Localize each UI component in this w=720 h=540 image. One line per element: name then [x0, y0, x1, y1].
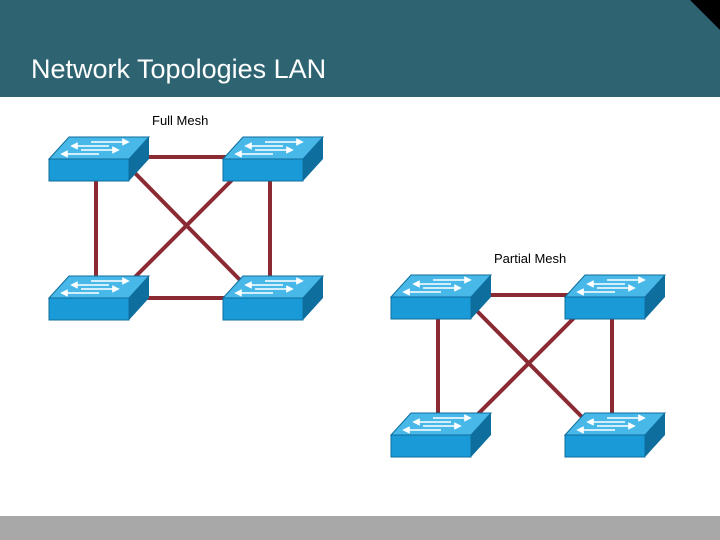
slide-footer-bar [0, 516, 720, 540]
slide-header: Network Topologies LAN [0, 0, 720, 97]
switch-icon [222, 136, 324, 182]
switch-icon [564, 412, 666, 458]
switch-icon [390, 412, 492, 458]
link-full-diag-2 [130, 176, 236, 282]
corner-accent [690, 0, 720, 30]
switch-icon [390, 274, 492, 320]
switch-icon [48, 275, 150, 321]
link-partial-diag-2 [472, 314, 578, 420]
switch-icon [48, 136, 150, 182]
partial-mesh-links [436, 293, 614, 420]
switch-icon [222, 275, 324, 321]
slide-title: Network Topologies LAN [31, 54, 327, 84]
switch-icon [564, 274, 666, 320]
full-mesh-label: Full Mesh [152, 113, 209, 128]
partial-mesh-label: Partial Mesh [494, 251, 567, 266]
